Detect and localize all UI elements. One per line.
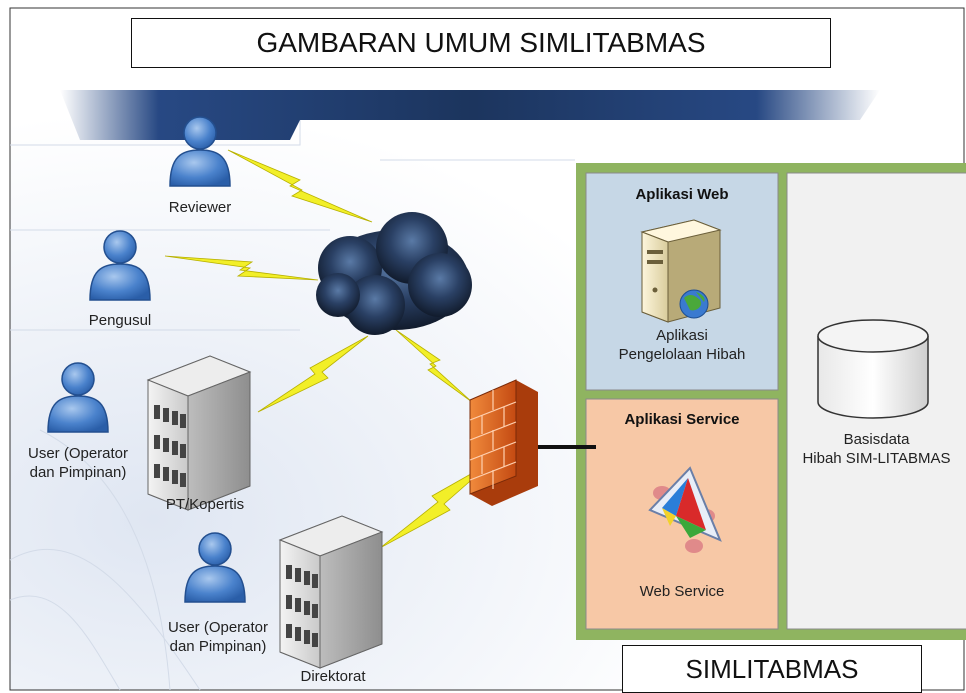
user-pt-label-line1: User (Operator xyxy=(27,445,129,462)
direktorat-building-icon xyxy=(278,515,384,669)
service-panel-title: Aplikasi Service xyxy=(624,411,740,428)
reviewer-person-icon xyxy=(169,116,231,187)
service-panel-caption: Web Service xyxy=(639,583,725,600)
web-service-icon xyxy=(648,466,722,553)
user-direktorat-label-line2: dan Pimpinan) xyxy=(169,638,267,655)
lightning-pt-cloud xyxy=(257,335,369,413)
user-pt-label: User (Operator dan Pimpinan) xyxy=(8,444,148,482)
lightning-links xyxy=(164,149,493,549)
database-caption-line2: Hibah SIM-LITABMAS xyxy=(802,450,951,467)
web-server-icon xyxy=(640,219,722,323)
firewall-icon xyxy=(469,379,538,506)
user-pt-person-icon xyxy=(47,362,109,433)
diagram-title: GAMBARAN UMUM SIMLITABMAS xyxy=(131,18,831,68)
lightning-reviewer-cloud xyxy=(227,149,373,223)
lightning-pengusul-cloud xyxy=(164,255,319,281)
pengusul-person-icon xyxy=(89,230,151,301)
user-pt-label-line2: dan Pimpinan) xyxy=(29,464,127,481)
user-direktorat-label: User (Operator dan Pimpinan) xyxy=(148,618,288,656)
web-panel-title: Aplikasi Web xyxy=(635,186,729,203)
direktorat-label: Direktorat xyxy=(300,668,366,685)
background-decoration xyxy=(9,120,575,691)
pt-building-icon xyxy=(146,355,252,511)
web-panel-caption-line1: Aplikasi xyxy=(656,327,708,344)
pengusul-label: Pengusul xyxy=(88,312,152,329)
internet-cloud-icon xyxy=(316,212,472,335)
reviewer-label: Reviewer xyxy=(168,199,232,216)
user-direktorat-label-line1: User (Operator xyxy=(167,619,269,636)
web-panel-caption: Aplikasi Pengelolaan Hibah xyxy=(586,326,778,364)
pt-label: PT/Kopertis xyxy=(165,496,245,513)
database-icon xyxy=(817,319,929,419)
user-direktorat-person-icon xyxy=(184,532,246,603)
system-label: SIMLITABMAS xyxy=(622,645,922,693)
database-caption-line1: Basisdata xyxy=(843,431,910,448)
web-panel-caption-line2: Pengelolaan Hibah xyxy=(618,346,746,363)
header-banner xyxy=(60,90,880,140)
database-caption: Basisdata Hibah SIM-LITABMAS xyxy=(787,430,966,468)
